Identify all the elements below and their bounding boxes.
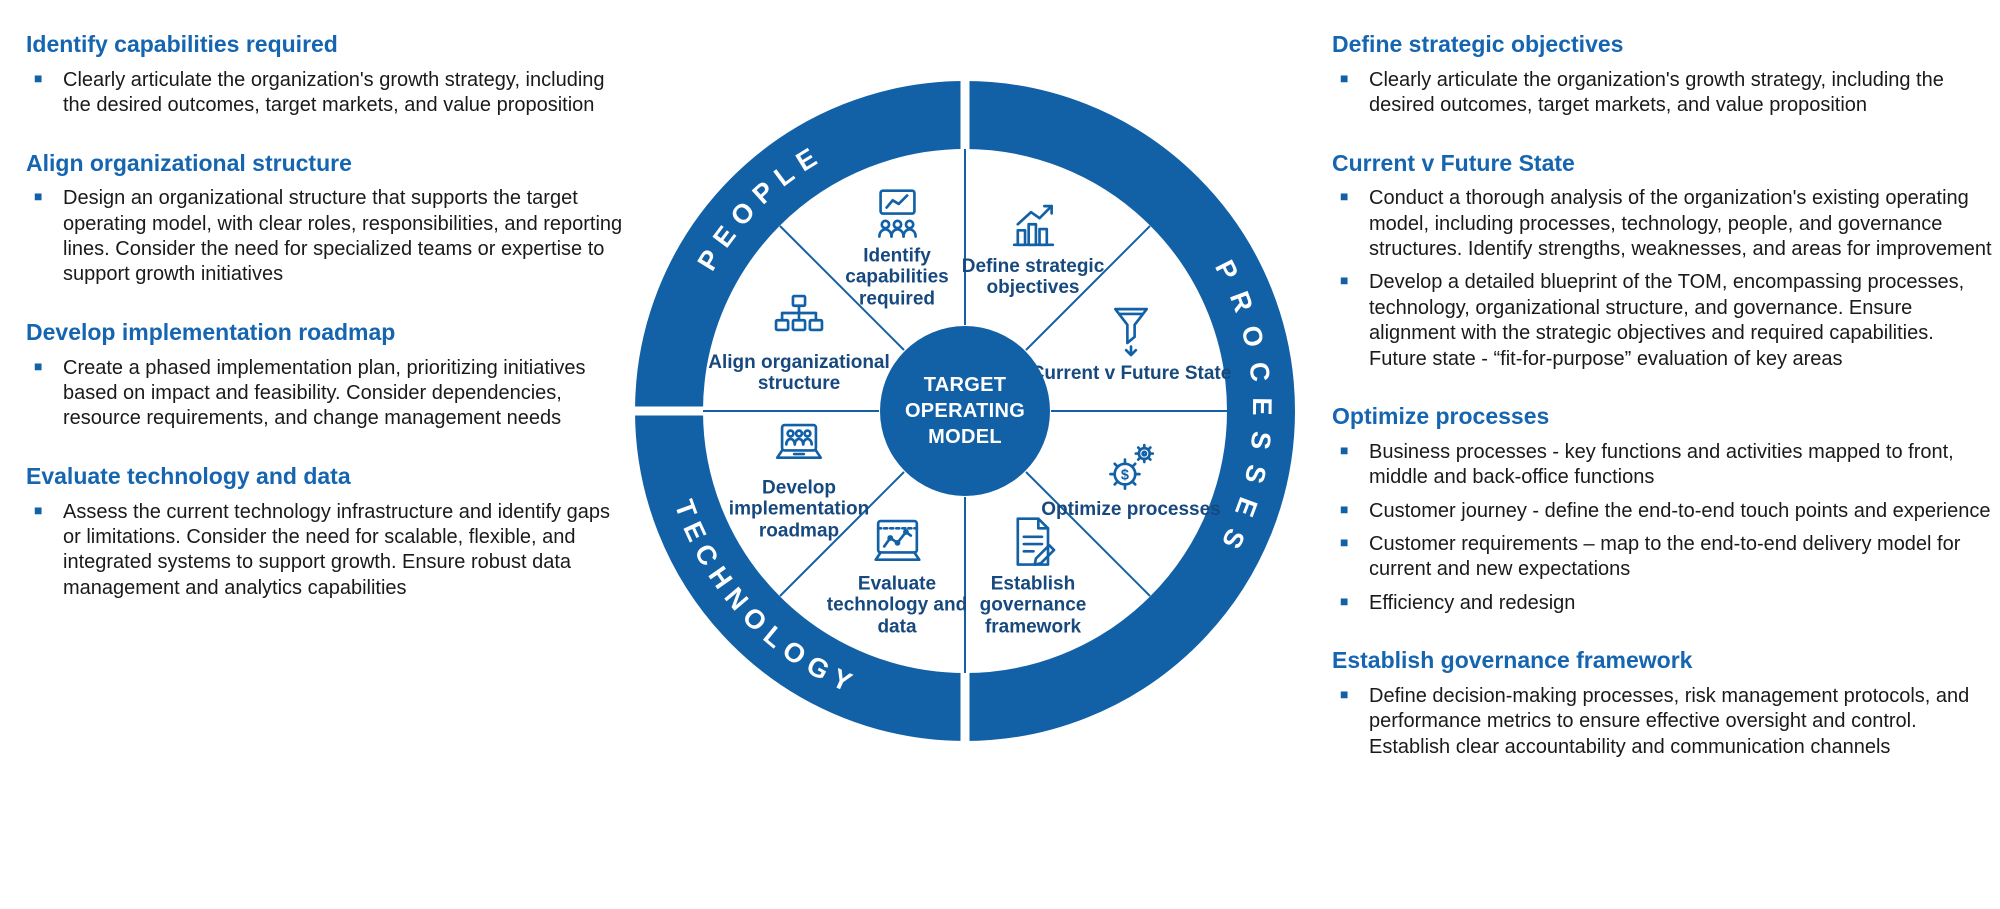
section-title: Define strategic objectives (1332, 31, 1624, 57)
section-current-future-state: Current v Future State Conduct a thoroug… (1332, 149, 1994, 372)
bullet-item: Business processes - key functions and a… (1332, 440, 1994, 491)
wheel-center-title: TARGET OPERATING MODEL (904, 374, 1026, 448)
wheel-graphic: PEOPLE PROCESSES TECHNOLOGY (629, 75, 1295, 747)
gear-dollar-icon: $ (1102, 438, 1160, 496)
section-title: Align organizational structure (26, 149, 352, 176)
right-column: Define strategic objectives Clearly arti… (1332, 30, 1994, 790)
bullet-list: Business processes - key functions and a… (1332, 440, 1994, 616)
wheel-segment-governance-framework: Establish governance framework (956, 513, 1111, 638)
section-title: Optimize processes (1332, 403, 1550, 430)
section-identify-capabilities: Identify capabilities required Clearly a… (26, 30, 626, 119)
svg-text:$: $ (1121, 468, 1129, 484)
wheel-segment-implementation-roadmap: Develop implementation roadmap (698, 417, 900, 542)
bullet-item: Develop a detailed blueprint of the TOM,… (1332, 270, 1994, 372)
bullet-item: Customer journey - define the end-to-end… (1332, 499, 1994, 524)
bullet-item: Assess the current technology infrastruc… (26, 500, 626, 602)
bullet-item: Clearly articulate the organization's gr… (1332, 68, 1994, 119)
bullet-list: Assess the current technology infrastruc… (26, 500, 626, 602)
bullet-item: Clearly articulate the organization's gr… (26, 68, 626, 119)
section-title: Identify capabilities required (26, 31, 338, 57)
wheel-segment-label: Optimize processes (1041, 498, 1221, 520)
bullet-list: Clearly articulate the organization's gr… (26, 68, 626, 119)
section-define-objectives: Define strategic objectives Clearly arti… (1332, 30, 1994, 119)
funnel-icon (1102, 302, 1160, 360)
wheel-segment-label: Establish governance framework (979, 573, 1087, 638)
laptop-team-icon (770, 417, 828, 475)
section-evaluate-technology: Evaluate technology and data Assess the … (26, 462, 626, 601)
bullet-item: Define decision-making processes, risk m… (1332, 684, 1994, 760)
section-title: Evaluate technology and data (26, 462, 351, 489)
org-chart-icon (770, 291, 828, 349)
section-optimize-processes: Optimize processes Business processes - … (1332, 402, 1994, 616)
wheel-segment-organizational-structure: Align organizational structure (698, 291, 900, 395)
wheel-segment-define-objectives: Define strategic objectives (956, 195, 1111, 299)
tom-wheel: PEOPLE PROCESSES TECHNOLOGY I (625, 71, 1305, 751)
bullet-list: Design an organizational structure that … (26, 186, 626, 288)
growth-chart-icon (1004, 195, 1062, 253)
bullet-list: Create a phased implementation plan, pri… (26, 356, 626, 432)
wheel-segment-identify-capabilities: Identify capabilities required (820, 185, 975, 310)
bullet-item: Customer requirements – map to the end-t… (1332, 532, 1994, 583)
bullet-item: Efficiency and redesign (1332, 591, 1994, 616)
wheel-segment-optimize-processes: $ Optimize processes (1030, 438, 1232, 520)
section-develop-roadmap: Develop implementation roadmap Create a … (26, 318, 626, 432)
wheel-segment-label: Develop implementation roadmap (728, 477, 870, 542)
wheel-segment-label: Current v Future State (1030, 362, 1232, 384)
bullet-item: Design an organizational structure that … (26, 186, 626, 288)
section-title: Establish governance framework (1332, 647, 1693, 674)
bullet-item: Conduct a thorough analysis of the organ… (1332, 186, 1994, 262)
wheel-segment-label: Define strategic objectives (961, 256, 1105, 299)
wheel-segment-evaluate-technology: Evaluate technology and data (820, 513, 975, 638)
bullet-list: Define decision-making processes, risk m… (1332, 684, 1994, 760)
section-title: Current v Future State (1332, 149, 1575, 176)
segment-dividers (703, 149, 1227, 673)
bullet-list: Clearly articulate the organization's gr… (1332, 68, 1994, 119)
wheel-segment-label: Identify capabilities required (845, 245, 949, 310)
left-column: Identify capabilities required Clearly a… (26, 30, 626, 631)
section-governance-framework: Establish governance framework Define de… (1332, 646, 1994, 760)
presentation-audience-icon (868, 185, 926, 243)
document-pen-icon (1004, 513, 1062, 571)
wheel-segment-label: Align organizational structure (708, 352, 890, 395)
section-align-structure: Align organizational structure Design an… (26, 149, 626, 288)
wheel-segment-current-future: Current v Future State (1030, 302, 1232, 384)
section-title: Develop implementation roadmap (26, 318, 396, 345)
laptop-chart-icon (868, 513, 926, 571)
ring-gaps (629, 75, 970, 747)
bullet-item: Create a phased implementation plan, pri… (26, 356, 626, 432)
wheel-center: TARGET OPERATING MODEL (880, 326, 1050, 496)
wheel-segment-label: Evaluate technology and data (826, 573, 968, 638)
bullet-list: Conduct a thorough analysis of the organ… (1332, 186, 1994, 372)
